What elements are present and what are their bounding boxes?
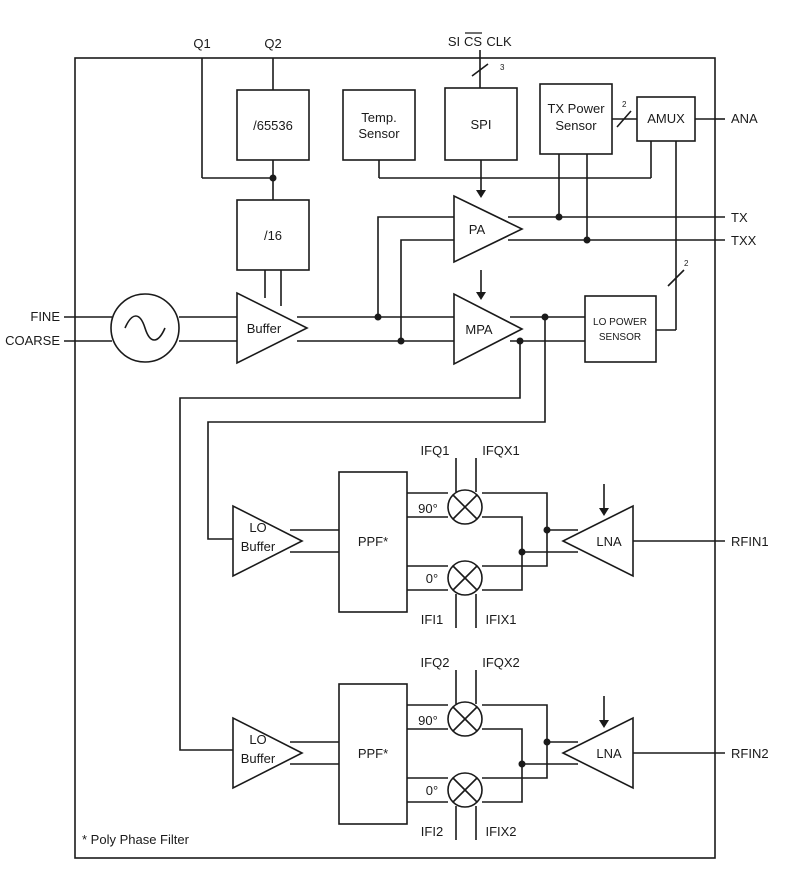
- bus-width-lopower: 2: [684, 259, 689, 268]
- ppf-1-label: PPF*: [358, 534, 388, 549]
- lo-power-label-1: LO POWER: [593, 317, 647, 328]
- mixer-cross-icon: [452, 706, 478, 732]
- wire-mix0-rf-b-ch2: [482, 764, 523, 803]
- lo-buffer-2-label-2: Buffer: [241, 751, 276, 766]
- pin-ifi1-label: IFI1: [421, 612, 443, 627]
- tx-power-label-2: Sensor: [555, 118, 597, 133]
- pin-fine-label: FINE: [30, 309, 60, 324]
- arrowhead-mpa-control: [476, 292, 486, 300]
- mixer-cross-icon: [452, 494, 478, 520]
- arrowhead-pa-control: [476, 190, 486, 198]
- mpa-amplifier: [453, 292, 524, 366]
- pin-cs-label: CS: [464, 34, 482, 49]
- tx-power-sensor-block: [539, 83, 613, 155]
- wire-mix0-rf-a-ch1: [482, 530, 548, 567]
- lo-buffer-2-label-1: LO: [249, 732, 266, 747]
- wire-mix0-rf-a-ch2: [482, 742, 548, 779]
- temp-sensor-block: [342, 89, 416, 161]
- bus-slash-txpower: [616, 110, 632, 128]
- ppf-block-1: [338, 471, 408, 613]
- div16-block: [236, 199, 310, 271]
- lo-power-label-2: SENSOR: [599, 332, 641, 343]
- temp-sensor-label-1: Temp.: [361, 110, 396, 125]
- pa-amplifier: [453, 194, 524, 264]
- footnote: * Poly Phase Filter: [82, 832, 190, 847]
- div65536-label: /65536: [253, 118, 293, 133]
- buffer-amplifier: [236, 291, 309, 365]
- junction-dot: [555, 213, 563, 221]
- pin-rfin1-label: RFIN1: [731, 534, 769, 549]
- bus-width-spi: 3: [500, 63, 505, 72]
- wire-mix0-rf-b-ch1: [482, 552, 523, 591]
- lo-buffer-2: [232, 716, 304, 790]
- bus-slash-lopower: [667, 269, 685, 287]
- arrowhead-lna1-control: [599, 508, 609, 516]
- lo-buffer-1-label-2: Buffer: [241, 539, 276, 554]
- phase-90-label-1: 90°: [418, 501, 438, 516]
- junction-dot: [583, 236, 591, 244]
- mixer-cross-icon: [452, 565, 478, 591]
- lna-1-label: LNA: [596, 534, 622, 549]
- pin-q1-label: Q1: [193, 36, 210, 51]
- arrowhead-lna2-control: [599, 720, 609, 728]
- pa-label: PA: [469, 222, 486, 237]
- tx-power-label-1: TX Power: [547, 101, 605, 116]
- lo-buffer-1-label-1: LO: [249, 520, 266, 535]
- amux-label: AMUX: [647, 111, 685, 126]
- bus-slash-spi: [471, 63, 489, 77]
- phase-0-label-1: 0°: [426, 571, 438, 586]
- pin-rfin2-label: RFIN2: [731, 746, 769, 761]
- buffer-label: Buffer: [247, 321, 282, 336]
- pin-ifqx2-label: IFQX2: [482, 655, 520, 670]
- lna-2-label: LNA: [596, 746, 622, 761]
- mixer-cross-icon: [452, 777, 478, 803]
- spi-block: [444, 87, 518, 161]
- pin-coarse-label: COARSE: [5, 333, 60, 348]
- pin-ifq2-label: IFQ2: [421, 655, 450, 670]
- spi-label: SPI: [471, 117, 492, 132]
- ppf-block-2: [338, 683, 408, 825]
- pin-ifi2-label: IFI2: [421, 824, 443, 839]
- bus-width-txpower: 2: [622, 100, 627, 109]
- lo-buffer-1: [232, 504, 304, 578]
- pin-clk-label: CLK: [486, 34, 512, 49]
- phase-90-label-2: 90°: [418, 713, 438, 728]
- pin-si-label: SI: [448, 34, 460, 49]
- wire-lo-dist-2: [207, 317, 546, 540]
- pin-ana-label: ANA: [731, 111, 758, 126]
- pin-ifqx1-label: IFQX1: [482, 443, 520, 458]
- pin-q2-label: Q2: [264, 36, 281, 51]
- wire-buffer-to-pa-1: [377, 216, 454, 317]
- phase-0-label-2: 0°: [426, 783, 438, 798]
- ppf-2-label: PPF*: [358, 746, 388, 761]
- temp-sensor-label-2: Sensor: [358, 126, 400, 141]
- wire-mix90-rf-b-ch1: [482, 516, 523, 552]
- wire-mix90-rf-a-ch1: [482, 492, 548, 530]
- mpa-label: MPA: [465, 322, 493, 337]
- div16-label: /16: [264, 228, 282, 243]
- chip-boundary: [74, 57, 716, 859]
- pin-txx-label: TXX: [731, 233, 757, 248]
- pin-ifix2-label: IFIX2: [485, 824, 516, 839]
- pin-tx-label: TX: [731, 210, 748, 225]
- lo-power-sensor-block: [584, 295, 657, 363]
- wire-buffer-to-pa-2: [400, 239, 454, 341]
- wire-mix90-rf-b-ch2: [482, 728, 523, 764]
- wire-lo-dist-1: [179, 341, 521, 751]
- wire-mix90-rf-a-ch2: [482, 704, 548, 742]
- div65536-block: [236, 89, 310, 161]
- pin-ifq1-label: IFQ1: [421, 443, 450, 458]
- pin-ifix1-label: IFIX1: [485, 612, 516, 627]
- sine-wave-icon: [124, 315, 166, 341]
- junction-dot: [269, 174, 277, 182]
